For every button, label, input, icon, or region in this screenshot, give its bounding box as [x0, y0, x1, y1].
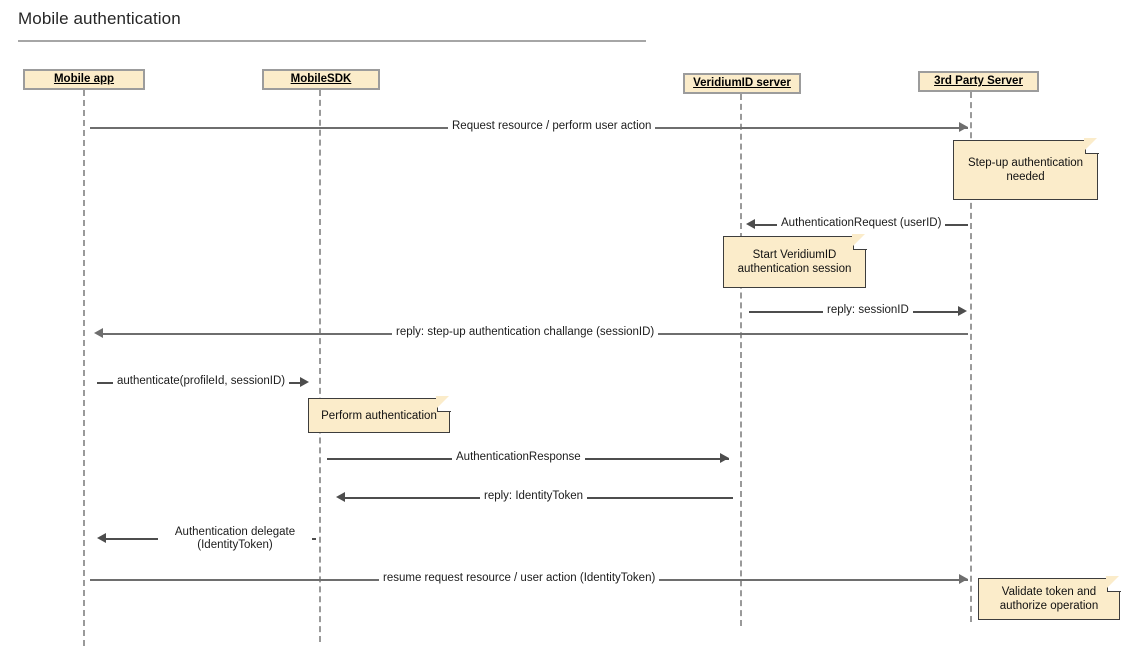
message-label-reply-sessionid: reply: sessionID: [823, 304, 913, 317]
arrow-head-authentication-response: [720, 453, 729, 463]
lifeline-third-party-server: [970, 92, 972, 622]
note-text-step-up-authentication: Step-up authentication needed: [960, 156, 1091, 184]
actor-box-veridiumid-server[interactable]: VeridiumID server: [683, 73, 801, 94]
actor-box-mobile-sdk[interactable]: MobileSDK: [262, 69, 380, 90]
note-validate-token: Validate token and authorize operation: [978, 576, 1121, 620]
arrow-head-authenticate: [300, 377, 309, 387]
actor-box-third-party-server[interactable]: 3rd Party Server: [918, 71, 1039, 92]
actor-label-mobile-sdk: MobileSDK: [290, 72, 352, 85]
message-label-authentication-delegate-line2: (IdentityToken): [197, 539, 273, 551]
message-label-authentication-request: AuthenticationRequest (userID): [777, 217, 946, 230]
lifeline-veridiumid-server: [740, 94, 742, 626]
actor-label-veridiumid-server: VeridiumID server: [693, 76, 791, 89]
page-title: Mobile authentication: [18, 9, 181, 28]
note-fold-icon: [1106, 576, 1121, 592]
message-label-authentication-delegate: Authentication delegate (IdentityToken): [158, 526, 312, 552]
actor-box-mobile-app[interactable]: Mobile app: [23, 69, 145, 90]
arrow-head-reply-identitytoken: [336, 492, 345, 502]
message-label-request-resource: Request resource / perform user action: [448, 120, 656, 133]
arrow-head-authentication-request: [746, 219, 755, 229]
message-label-authentication-response: AuthenticationResponse: [452, 451, 585, 464]
actor-label-mobile-app: Mobile app: [53, 72, 115, 85]
note-fold-icon: [1084, 138, 1099, 154]
note-line2: authentication session: [737, 263, 852, 275]
lifeline-mobile-app: [83, 90, 85, 646]
note-line1: Start VeridiumID: [752, 249, 837, 261]
note-fold-icon: [852, 234, 867, 250]
arrow-head-stepup-challenge: [94, 328, 103, 338]
note-text-validate-token: Validate token and authorize operation: [992, 585, 1106, 613]
note-line2: needed: [1006, 171, 1045, 183]
note-line2: authorize operation: [999, 600, 1099, 612]
title-divider: [18, 40, 646, 42]
message-label-stepup-challenge: reply: step-up authentication challange …: [392, 326, 659, 339]
note-perform-authentication: Perform authentication: [308, 396, 451, 433]
lifeline-mobile-sdk: [319, 90, 321, 642]
arrow-head-resume-request: [959, 574, 968, 584]
note-text-perform-authentication: Perform authentication: [313, 409, 445, 423]
note-line1: Validate token and: [1001, 586, 1097, 598]
message-label-reply-identitytoken: reply: IdentityToken: [480, 490, 588, 503]
note-start-veridiumid-session: Start VeridiumID authentication session: [723, 234, 867, 288]
message-label-resume-request: resume request resource / user action (I…: [379, 572, 660, 585]
note-text-start-veridiumid-session: Start VeridiumID authentication session: [730, 248, 860, 276]
actor-label-third-party-server: 3rd Party Server: [934, 74, 1023, 87]
note-fold-icon: [436, 396, 451, 412]
note-line1: Perform authentication: [321, 409, 437, 422]
note-line1: Step-up authentication: [967, 157, 1084, 169]
message-label-authentication-delegate-line1: Authentication delegate: [174, 526, 296, 538]
arrow-head-request-resource: [959, 122, 968, 132]
note-step-up-authentication: Step-up authentication needed: [953, 138, 1099, 200]
arrow-head-authentication-delegate: [97, 533, 106, 543]
arrow-head-reply-sessionid: [958, 306, 967, 316]
message-label-authenticate: authenticate(profileId, sessionID): [113, 375, 290, 388]
